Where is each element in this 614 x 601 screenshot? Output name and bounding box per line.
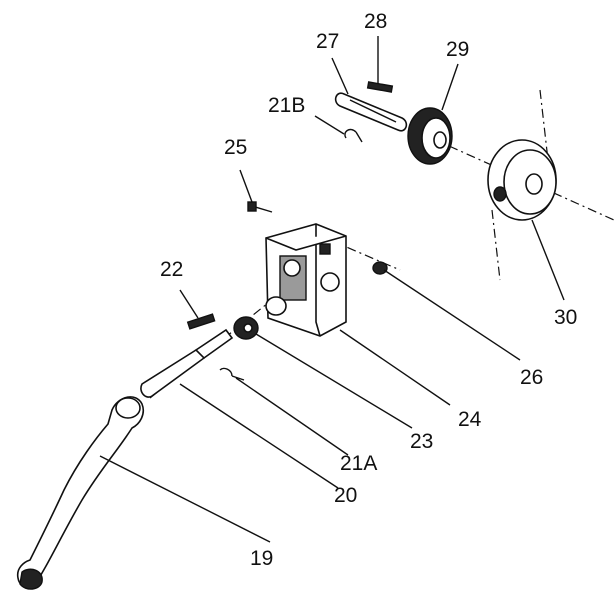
set-screw-body [372,261,388,275]
crank-hub [115,397,141,419]
pulley-part [487,139,557,221]
callout-26: 26 [520,366,543,389]
key-part [186,313,216,330]
callout-29: 29 [446,38,469,61]
link-slot [349,99,397,123]
link-part [334,92,408,132]
leader-21a [235,377,349,456]
key-upper-part [366,81,394,93]
leader-25 [239,169,253,203]
shaft-body [140,347,207,398]
pinion-gear-part [233,316,259,340]
gear-housing-part [265,223,347,337]
crank-arm [16,396,145,589]
housing-axis [329,239,401,271]
callout-21a: 21A [340,452,377,475]
housing-boss [265,296,287,316]
set-screw-part [372,261,388,275]
pin-b-stem [355,131,363,143]
leader-24 [339,329,451,406]
callout-21b: 21B [268,94,305,117]
pulley-vertical-axis-bottom [491,209,501,281]
spur-gear-bore [433,131,447,149]
pin-b-hook [344,128,357,139]
leader-30 [531,219,565,301]
callout-30: 30 [554,306,577,329]
callout-19: 19 [250,547,273,570]
leader-21b [314,115,345,135]
shaft-tip [194,328,234,360]
housing-window [279,255,307,301]
pin-b-part [344,128,363,143]
callout-20: 20 [334,484,357,507]
leader-26 [383,269,521,361]
callout-25: 25 [224,136,247,159]
housing-bore-side [320,272,340,292]
callout-23: 23 [410,430,433,453]
key-upper-body [366,81,394,93]
pin-a-hook [219,367,233,377]
spur-gear-part [407,107,453,165]
housing-bore-upper [283,259,301,277]
pinion-gear-bore [243,323,253,333]
leader-19 [99,455,271,543]
callout-28: 28 [364,10,387,33]
pin-a-part [219,367,245,381]
shaft-part [140,328,234,398]
housing-edge [315,224,321,337]
key-body [186,313,216,330]
leader-22 [179,289,199,319]
crank-handle-part [16,396,145,590]
crank-knob [19,568,43,590]
leader-23 [255,333,413,429]
leader-27 [331,57,349,95]
pulley-set-screw [493,186,507,202]
leader-29 [441,63,459,111]
housing-set-screw-hole [319,243,331,255]
pulley-hub [525,173,543,195]
pulley-vertical-axis-top [539,89,549,161]
leader-20 [179,383,339,489]
callout-27: 27 [316,30,339,53]
link-body [334,92,408,132]
callout-22: 22 [160,258,183,281]
screw-head [247,201,257,212]
pin-a-stem [231,375,245,381]
callout-24: 24 [458,408,482,431]
screw-part [247,201,273,213]
housing-top-edge [265,235,347,251]
